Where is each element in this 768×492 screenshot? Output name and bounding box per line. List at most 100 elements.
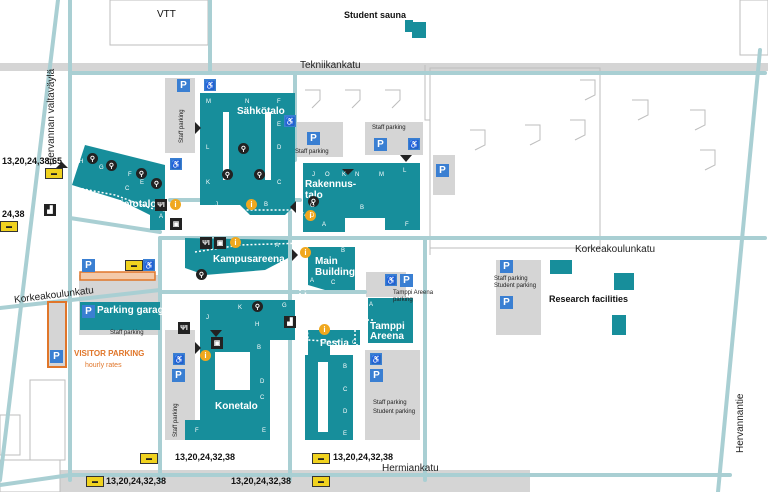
computer-icon: ▣ bbox=[170, 218, 182, 230]
parking-icon[interactable]: P bbox=[82, 259, 95, 272]
street-label-hermiankatu: Hermiankatu bbox=[382, 463, 439, 474]
wing-label: E bbox=[140, 180, 145, 186]
parking-icon[interactable]: P bbox=[307, 132, 320, 145]
bike-parking-icon: ⚲ bbox=[238, 143, 249, 154]
bus-routes-bottom-right-top: 13,20,24,32,38 bbox=[333, 452, 394, 462]
parking-icon[interactable]: P bbox=[374, 138, 387, 151]
restaurant-icon: ΨΙ bbox=[178, 322, 190, 334]
label-student-parking-research: Student parking bbox=[494, 283, 537, 289]
wing-label: G bbox=[310, 203, 315, 209]
wing-label: K bbox=[238, 305, 243, 311]
bike-parking-icon: ⚲ bbox=[151, 178, 162, 189]
building-label-tietotalo: Tietotalo bbox=[115, 199, 157, 210]
parking-icon[interactable]: P bbox=[177, 79, 190, 92]
parking-icon[interactable]: P bbox=[50, 350, 63, 363]
wing-label: D bbox=[177, 186, 182, 192]
street-label-hervannan-valtavayla: Hervannan valtaväylä bbox=[46, 68, 57, 165]
label-student-parking-festia: Student parking bbox=[373, 409, 416, 415]
label-staff-parking-garage: Staff parking bbox=[110, 330, 144, 336]
bus-stop-icon[interactable]: ▬ bbox=[86, 476, 104, 487]
wing-label: A bbox=[344, 326, 349, 332]
place-label-student-sauna: Student sauna bbox=[344, 10, 407, 20]
parking-icon[interactable]: P bbox=[172, 369, 185, 382]
parking-icon[interactable]: P bbox=[500, 296, 513, 309]
bus-stop-icon[interactable]: ▬ bbox=[312, 453, 330, 464]
place-label-vtt: VTT bbox=[157, 9, 176, 20]
wing-label: M bbox=[379, 172, 384, 178]
parking-icon[interactable]: P bbox=[500, 260, 513, 273]
wing-label: D bbox=[260, 379, 265, 385]
info-icon[interactable]: i bbox=[305, 210, 316, 221]
wing-label: J bbox=[215, 202, 218, 208]
parking-icon[interactable]: P bbox=[400, 274, 413, 287]
wing-label: I bbox=[207, 222, 209, 228]
accessible-icon: ♿ bbox=[143, 259, 155, 271]
building-label-kampusareena: Kampusareena bbox=[213, 254, 285, 265]
wing-label: A bbox=[322, 222, 327, 228]
wing-label: C bbox=[125, 186, 130, 192]
bus-stop-icon[interactable]: ▬ bbox=[140, 453, 158, 464]
bus-stop-icon[interactable]: ▬ bbox=[45, 168, 63, 179]
bike-parking-icon: ⚲ bbox=[136, 168, 147, 179]
info-icon[interactable]: i bbox=[200, 350, 211, 361]
info-icon[interactable]: i bbox=[246, 199, 257, 210]
wing-label: D bbox=[277, 145, 282, 151]
building-label-main-line1: Main bbox=[315, 256, 338, 267]
wing-label: E bbox=[343, 431, 348, 437]
parking-icon[interactable]: P bbox=[82, 305, 95, 318]
bike-parking-icon: ⚲ bbox=[308, 196, 319, 207]
info-icon[interactable]: i bbox=[319, 324, 330, 335]
label-staff-parking-east: Staff parking bbox=[372, 125, 406, 131]
wing-label: B bbox=[343, 364, 348, 370]
wing-label: J bbox=[206, 315, 209, 321]
accessible-icon: ♿ bbox=[173, 353, 185, 365]
wing-label: A bbox=[159, 214, 164, 220]
bike-parking-icon: ⚲ bbox=[252, 301, 263, 312]
bike-parking-icon: ⚲ bbox=[254, 169, 265, 180]
wing-label: C bbox=[343, 387, 348, 393]
wing-label: B bbox=[360, 205, 365, 211]
wing-label: F bbox=[405, 222, 409, 228]
bus-stop-icon[interactable]: ▬ bbox=[0, 221, 18, 232]
accessible-icon: ♿ bbox=[284, 115, 296, 127]
wing-label: D bbox=[310, 213, 315, 219]
wing-label: B bbox=[257, 345, 262, 351]
wing-label: N bbox=[355, 172, 360, 178]
label-staff-parking-center: Staff parking bbox=[295, 149, 329, 155]
parking-icon[interactable]: P bbox=[436, 164, 449, 177]
info-icon[interactable]: i bbox=[230, 237, 241, 248]
bus-routes-bottom-mid: 13,20,24,32,38 bbox=[231, 476, 292, 486]
accessible-icon: ♿ bbox=[408, 138, 420, 150]
wing-label: K bbox=[342, 172, 347, 178]
stairs-icon: ▟ bbox=[284, 316, 296, 328]
wing-label: C bbox=[260, 395, 265, 401]
bus-stop-icon[interactable]: ▬ bbox=[312, 476, 330, 487]
wing-label: J bbox=[312, 172, 315, 178]
street-label-korkeakoulunkatu-east: Korkeakoulunkatu bbox=[575, 244, 656, 255]
label-staff-parking-south: Staff parking bbox=[173, 403, 179, 437]
info-icon[interactable]: i bbox=[170, 199, 181, 210]
building-label-konetalo: Konetalo bbox=[215, 401, 258, 412]
computer-icon: ▣ bbox=[211, 337, 223, 349]
bike-parking-icon: ⚲ bbox=[222, 169, 233, 180]
taxi-icon: ▬ bbox=[125, 260, 143, 271]
wing-label: F bbox=[128, 172, 132, 178]
info-icon[interactable]: i bbox=[300, 247, 311, 258]
place-label-visitor-parking: VISITOR PARKING bbox=[74, 349, 145, 358]
building-label-sahkotalo: Sähkötalo bbox=[237, 106, 285, 117]
wing-label: F bbox=[195, 428, 199, 434]
wing-label: L bbox=[403, 168, 407, 174]
parking-icon[interactable]: P bbox=[370, 369, 383, 382]
wing-label: N bbox=[245, 99, 250, 105]
parking-area-north bbox=[79, 271, 156, 281]
building-courtyards bbox=[215, 112, 328, 432]
label-staff-parking-north: Staff parking bbox=[179, 109, 185, 143]
bike-parking-icon: ⚲ bbox=[106, 160, 117, 171]
wing-label: F bbox=[277, 99, 281, 105]
bike-parking-icon: ⚲ bbox=[87, 153, 98, 164]
wing-label: E bbox=[262, 428, 267, 434]
wing-label: B bbox=[88, 196, 93, 202]
bus-routes-bottom-mid-top: 13,20,24,32,38 bbox=[175, 452, 236, 462]
building-label-tamppi-line2: Areena bbox=[370, 331, 404, 342]
